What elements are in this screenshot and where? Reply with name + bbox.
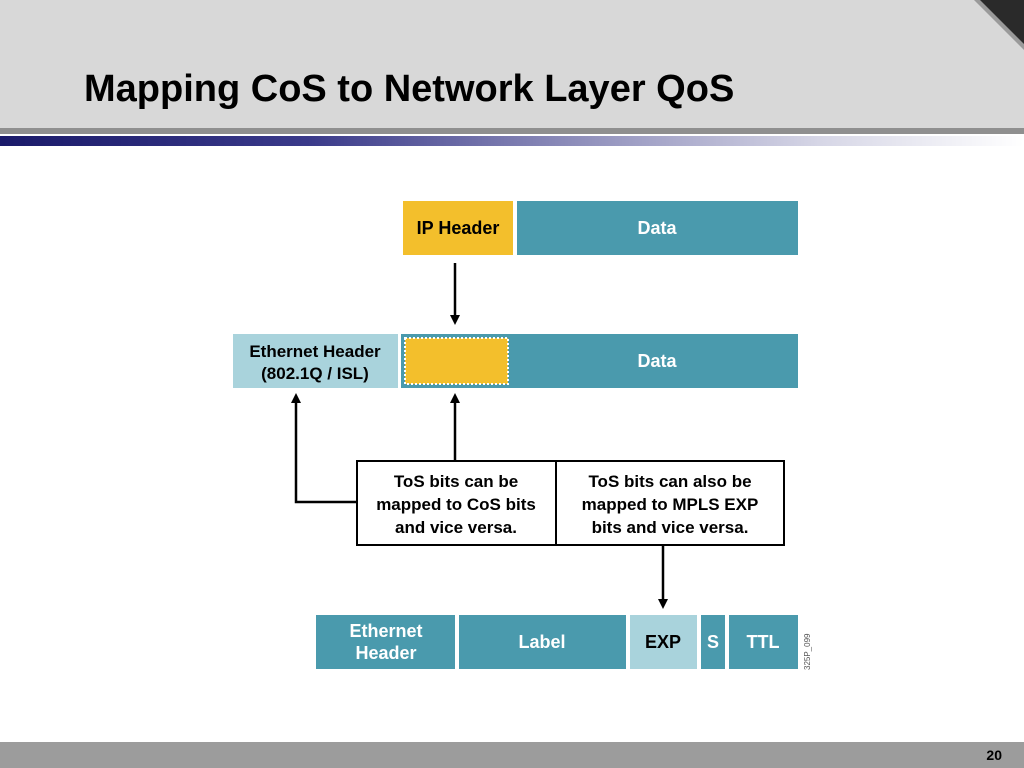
footer-bar xyxy=(0,742,1024,768)
mpls-exp-block xyxy=(630,615,697,669)
ethernet-header-block xyxy=(233,334,398,388)
mpls-ethernet-header-block xyxy=(316,615,455,669)
ip-header-label: IP Header xyxy=(417,218,500,238)
ethernet-header-label-line1: Ethernet Header xyxy=(249,342,381,361)
slide-title: Mapping CoS to Network Layer QoS xyxy=(84,68,735,110)
ip-packet: IP Header Data xyxy=(403,201,798,255)
arrow-callout-to-ethernet-header xyxy=(291,393,357,504)
callout-mpls-line1: ToS bits can also be xyxy=(588,472,751,491)
mpls-exp-text: EXP xyxy=(645,632,681,652)
mpls-label-block xyxy=(459,615,626,669)
mpls-ttl-block xyxy=(729,615,798,669)
callout-cos-box xyxy=(356,460,557,546)
ethernet-data-label: Data xyxy=(637,351,677,371)
title-band xyxy=(0,0,1024,128)
mpls-frame: Ethernet Header Label EXP S TTL xyxy=(316,615,798,669)
ip-header-block xyxy=(403,201,513,255)
ip-data-block xyxy=(517,201,798,255)
figure-id: 325P_099 xyxy=(803,633,812,670)
title-rule-gradient xyxy=(0,136,1024,146)
mpls-ethernet-header-line2: Header xyxy=(355,643,416,663)
mpls-ttl-text: TTL xyxy=(747,632,780,652)
ip-data-label: Data xyxy=(637,218,677,238)
callout-cos-line1: ToS bits can be xyxy=(394,472,518,491)
callout-cos-line2: mapped to CoS bits xyxy=(376,495,536,514)
callout-mpls-box xyxy=(555,460,785,546)
mpls-s-text: S xyxy=(707,632,719,652)
mpls-label-text: Label xyxy=(518,632,565,652)
callout-mpls: ToS bits can also be mapped to MPLS EXP … xyxy=(555,460,785,546)
ethernet-frame: Ethernet Header (802.1Q / ISL) Data xyxy=(233,334,798,388)
corner-decoration xyxy=(980,0,1024,44)
callout-cos: ToS bits can be mapped to CoS bits and v… xyxy=(356,460,557,546)
callout-mpls-line2: mapped to MPLS EXP xyxy=(582,495,759,514)
mpls-ethernet-header-line1: Ethernet xyxy=(349,621,422,641)
page-number: 20 xyxy=(986,747,1002,763)
ethernet-header-label-line2: (802.1Q / ISL) xyxy=(261,364,369,383)
callout-mpls-line3: bits and vice versa. xyxy=(592,518,749,537)
title-rule-gray xyxy=(0,128,1024,134)
mpls-s-block xyxy=(701,615,725,669)
callout-cos-line3: and vice versa. xyxy=(395,518,517,537)
tos-field-block xyxy=(404,337,509,385)
